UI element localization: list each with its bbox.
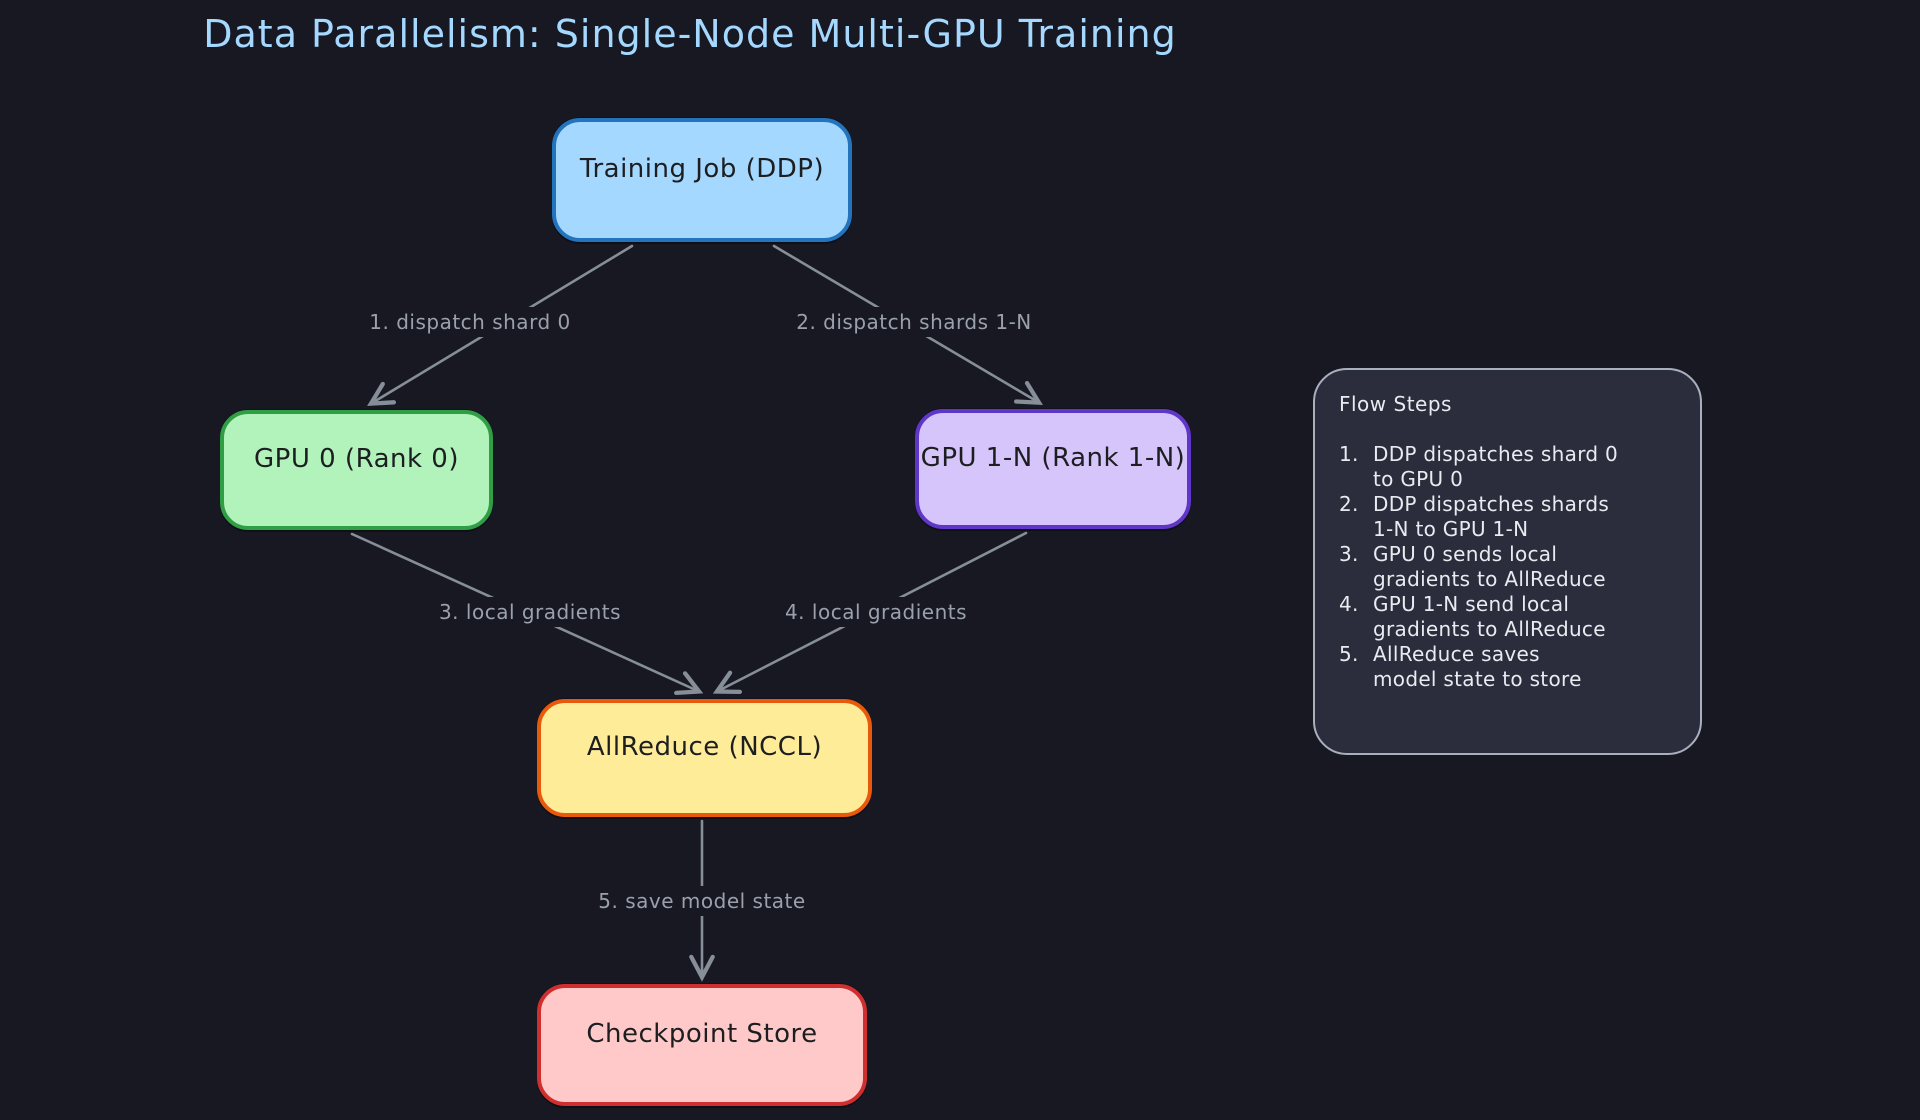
edge-label-dispatch-shard-0: 1. dispatch shard 0 xyxy=(360,307,580,337)
flow-step-text: DDP dispatches shards 1-N to GPU 1-N xyxy=(1373,492,1610,541)
node-gpu0[interactable]: GPU 0 (Rank 0) xyxy=(220,410,493,530)
edge-label-local-gradients-gpu1n: 4. local gradients xyxy=(775,597,977,627)
flow-step-text: AllReduce saves model state to store xyxy=(1373,642,1582,691)
edge-label-local-gradients-gpu0: 3. local gradients xyxy=(429,597,631,627)
flow-step-number: 5. xyxy=(1339,642,1359,666)
flow-steps-title: Flow Steps xyxy=(1339,392,1452,416)
flow-step-text: GPU 0 sends local gradients to AllReduce xyxy=(1373,542,1606,591)
node-training-job-label: Training Job (DDP) xyxy=(579,154,825,184)
flow-step: 2. DDP dispatches shards 1-N to GPU 1-N xyxy=(1339,492,1676,542)
node-gpu1n[interactable]: GPU 1-N (Rank 1-N) xyxy=(915,409,1191,529)
node-allreduce-label: AllReduce (NCCL) xyxy=(586,732,823,762)
node-training-job[interactable]: Training Job (DDP) xyxy=(552,118,852,242)
flow-step-text: DDP dispatches shard 0 to GPU 0 xyxy=(1373,442,1619,491)
node-gpu1n-label: GPU 1-N (Rank 1-N) xyxy=(920,443,1186,473)
flow-step: 3. GPU 0 sends local gradients to AllRed… xyxy=(1339,542,1676,592)
node-checkpoint-store[interactable]: Checkpoint Store xyxy=(537,984,867,1106)
flow-step: 4. GPU 1-N send local gradients to AllRe… xyxy=(1339,592,1676,642)
edge-label-dispatch-shards-1n: 2. dispatch shards 1-N xyxy=(787,307,1041,337)
flow-step-text: GPU 1-N send local gradients to AllReduc… xyxy=(1373,592,1606,641)
flow-step-number: 4. xyxy=(1339,592,1359,616)
flow-step-number: 2. xyxy=(1339,492,1359,516)
flow-step-number: 3. xyxy=(1339,542,1359,566)
flow-steps-list: 1. DDP dispatches shard 0 to GPU 0 2. DD… xyxy=(1339,442,1676,692)
diagram-title: Data Parallelism: Single-Node Multi-GPU … xyxy=(203,12,1177,56)
flow-step: 1. DDP dispatches shard 0 to GPU 0 xyxy=(1339,442,1676,492)
node-gpu0-label: GPU 0 (Rank 0) xyxy=(254,444,459,474)
node-allreduce[interactable]: AllReduce (NCCL) xyxy=(537,699,872,817)
edge-label-save-model-state: 5. save model state xyxy=(589,886,815,916)
flow-step: 5. AllReduce saves model state to store xyxy=(1339,642,1676,692)
node-checkpoint-store-label: Checkpoint Store xyxy=(586,1019,818,1049)
flow-steps-panel[interactable]: Flow Steps 1. DDP dispatches shard 0 to … xyxy=(1313,368,1702,755)
flow-step-number: 1. xyxy=(1339,442,1359,466)
